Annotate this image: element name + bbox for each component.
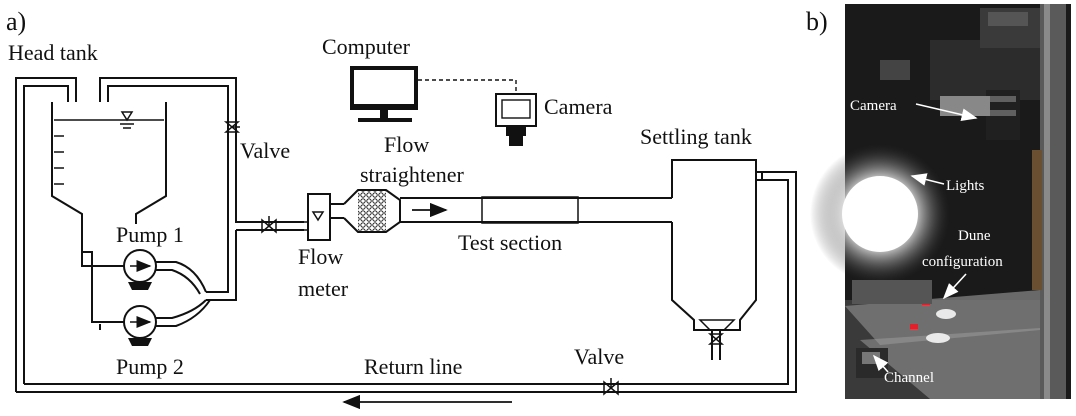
- flow-meter-icon: [304, 193, 331, 241]
- flow-straightener-icon: [330, 189, 401, 233]
- photo-lights-arrow: [910, 173, 945, 186]
- camera-icon: [495, 93, 537, 146]
- photo-dune-label-2: configuration: [922, 254, 1003, 270]
- pump-1-icon: [123, 249, 157, 290]
- return-loop-pipe: [15, 77, 797, 393]
- flow-meter-label-2: meter: [298, 276, 349, 301]
- flow-meter-label-1: Flow: [298, 244, 343, 269]
- panel-a-label: a): [6, 7, 26, 36]
- return-line-label: Return line: [364, 354, 462, 379]
- flow-straightener-label-1: Flow: [384, 132, 429, 157]
- photo-channel-label: Channel: [884, 370, 934, 386]
- photo-lights-label: Lights: [946, 178, 984, 194]
- panel-b-label: b): [806, 7, 828, 36]
- photo-channel-arrow: [872, 354, 889, 373]
- test-section-label: Test section: [458, 230, 562, 255]
- pump-2-label: Pump 2: [116, 354, 184, 379]
- flow-straightener-label-2: straightener: [360, 162, 465, 187]
- overflow-pipe: [99, 77, 304, 301]
- photo-camera-arrow: [915, 103, 978, 121]
- valve-bottom-icon: [603, 378, 619, 396]
- photo-dune-arrow: [942, 273, 967, 300]
- head-tank-label: Head tank: [8, 40, 98, 65]
- photo-dune-label-1: Dune: [958, 228, 991, 244]
- settling-tank-label: Settling tank: [640, 124, 752, 149]
- data-link-line: [418, 79, 517, 94]
- valve-top-icon: [223, 121, 241, 133]
- computer-label: Computer: [322, 34, 411, 59]
- computer-icon: [350, 66, 418, 122]
- lab-photo: [810, 4, 1071, 399]
- camera-label: Camera: [544, 94, 613, 119]
- photo-camera-label: Camera: [850, 98, 897, 114]
- pump-2-icon: [123, 305, 157, 346]
- pump-piping: [81, 224, 211, 330]
- drain-valve-icon: [707, 333, 725, 345]
- settling-tank: [671, 159, 763, 360]
- valve-top-label: Valve: [240, 138, 290, 163]
- valve-inline-icon: [261, 216, 277, 234]
- pump-1-label: Pump 1: [116, 222, 184, 247]
- channel-pipe: [400, 196, 672, 224]
- head-tank: [51, 102, 167, 224]
- valve-bottom-label: Valve: [574, 344, 624, 369]
